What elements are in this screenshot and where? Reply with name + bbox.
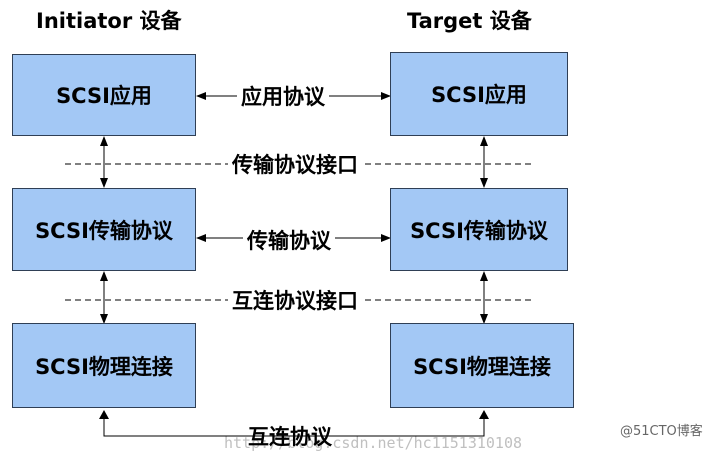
transport-interface-label: 传输协议接口 — [228, 153, 362, 178]
transport-protocol-label: 传输协议 — [243, 229, 335, 254]
application-protocol-label: 应用协议 — [237, 85, 329, 110]
initiator-scsi-transport-label: SCSI传输协议 — [35, 218, 173, 243]
target-scsi-transport-box: SCSI传输协议 — [390, 188, 568, 271]
site-credit: @51CTO博客 — [620, 424, 703, 439]
interconnect-protocol-label: 互连协议 — [248, 425, 332, 449]
interconnect-protocol-bracket — [103, 419, 485, 437]
url-watermark: http://blog.csdn.net/hc1151310108 — [224, 434, 523, 452]
initiator-scsi-physical-box: SCSI物理连接 — [12, 323, 196, 408]
target-scsi-app-box: SCSI应用 — [390, 52, 568, 136]
initiator-scsi-physical-label: SCSI物理连接 — [35, 354, 173, 379]
target-scsi-physical-box: SCSI物理连接 — [390, 323, 574, 408]
target-scsi-transport-label: SCSI传输协议 — [410, 218, 548, 243]
interconnect-interface-label: 互连协议接口 — [228, 289, 362, 314]
initiator-scsi-app-box: SCSI应用 — [12, 54, 196, 136]
initiator-title: Initiator 设备 — [36, 9, 182, 33]
target-scsi-app-label: SCSI应用 — [431, 83, 527, 107]
target-scsi-physical-label: SCSI物理连接 — [413, 354, 551, 379]
target-title: Target 设备 — [407, 9, 532, 33]
initiator-scsi-transport-box: SCSI传输协议 — [12, 188, 196, 271]
initiator-scsi-app-label: SCSI应用 — [56, 84, 152, 108]
